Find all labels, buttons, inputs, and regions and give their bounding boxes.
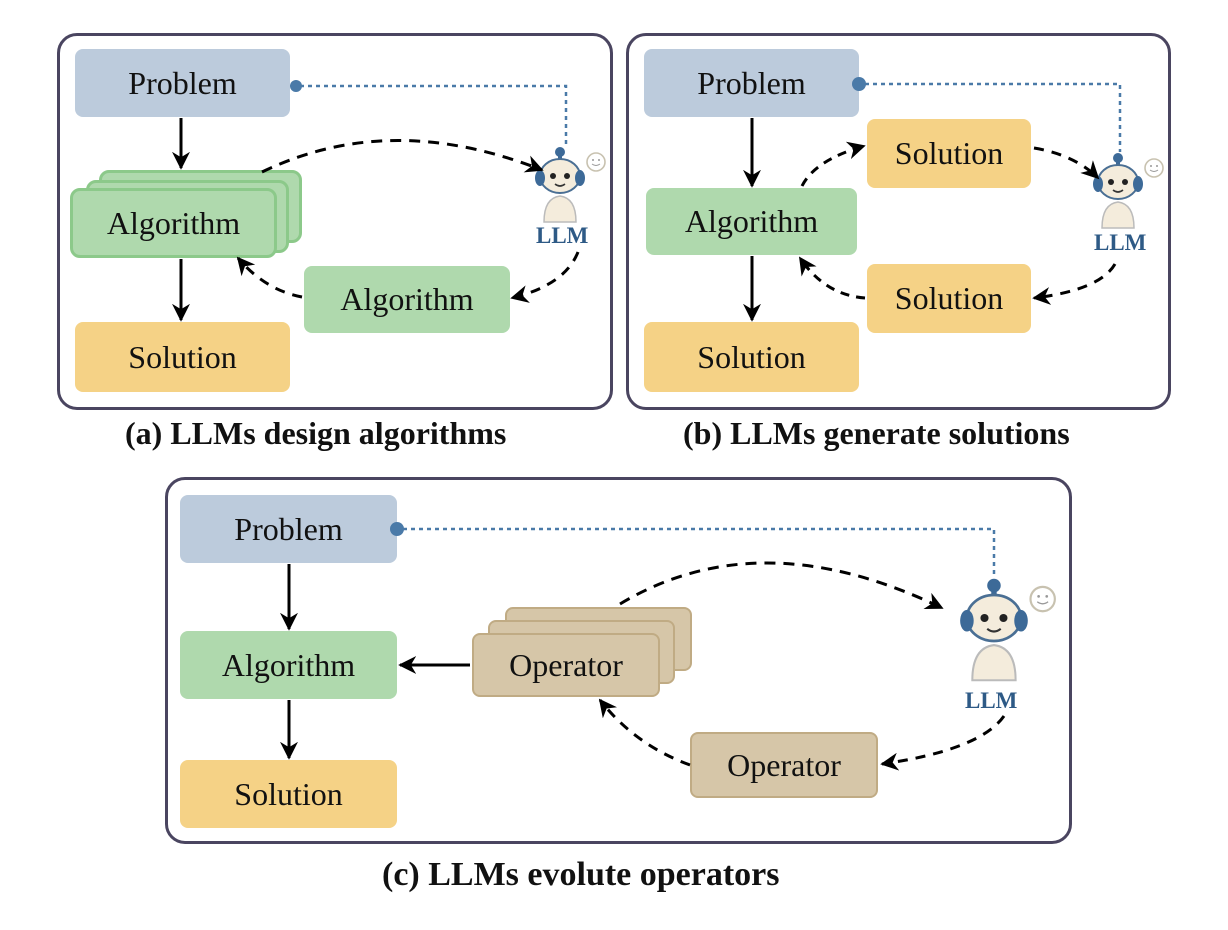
solution-box-a: Solution — [75, 322, 290, 392]
solution-label: Solution — [234, 775, 343, 812]
solution-label: Solution — [894, 280, 1004, 316]
algorithm-label: Algorithm — [106, 204, 241, 241]
llm-label-b: LLM — [1094, 230, 1147, 255]
problem-label: Problem — [697, 64, 806, 101]
problem-label: Problem — [234, 510, 343, 547]
llm-label-c: LLM — [965, 688, 1018, 713]
algorithm-label: Algorithm — [221, 646, 356, 683]
llm-label-a: LLM — [536, 223, 589, 248]
solution-label: Solution — [128, 338, 237, 375]
operator-label: Operator — [727, 746, 841, 783]
caption-a: (a) LLMs design algorithms — [125, 415, 507, 451]
algorithm-feedback-box-a: Algorithm — [304, 266, 510, 333]
solution-out-box-b: Solution — [867, 119, 1031, 188]
llm-robot-icon — [535, 147, 606, 223]
algorithm-label: Algorithm — [340, 281, 474, 317]
llm-robot-icon — [960, 578, 1056, 682]
llm-robot-icon — [1093, 153, 1164, 229]
problem-box-c: Problem — [180, 495, 397, 563]
problem-box-a: Problem — [75, 49, 290, 117]
algorithm-box-c: Algorithm — [180, 631, 397, 699]
operator-stack-box-c: Operator — [472, 633, 660, 697]
algorithm-label: Algorithm — [684, 203, 819, 239]
caption-b: (b) LLMs generate solutions — [683, 415, 1070, 451]
problem-box-b: Problem — [644, 49, 859, 117]
operator-label: Operator — [509, 646, 623, 683]
solution-label: Solution — [894, 135, 1004, 171]
solution-box-b: Solution — [644, 322, 859, 392]
caption-c: (c) LLMs evolute operators — [382, 856, 780, 893]
solution-label: Solution — [697, 338, 806, 375]
problem-label: Problem — [128, 64, 237, 101]
algorithm-stack-box-a: Algorithm — [70, 188, 277, 258]
solution-box-c: Solution — [180, 760, 397, 828]
algorithm-box-b: Algorithm — [646, 188, 857, 255]
operator-feedback-box-c: Operator — [690, 732, 878, 798]
solution-in-box-b: Solution — [867, 264, 1031, 333]
